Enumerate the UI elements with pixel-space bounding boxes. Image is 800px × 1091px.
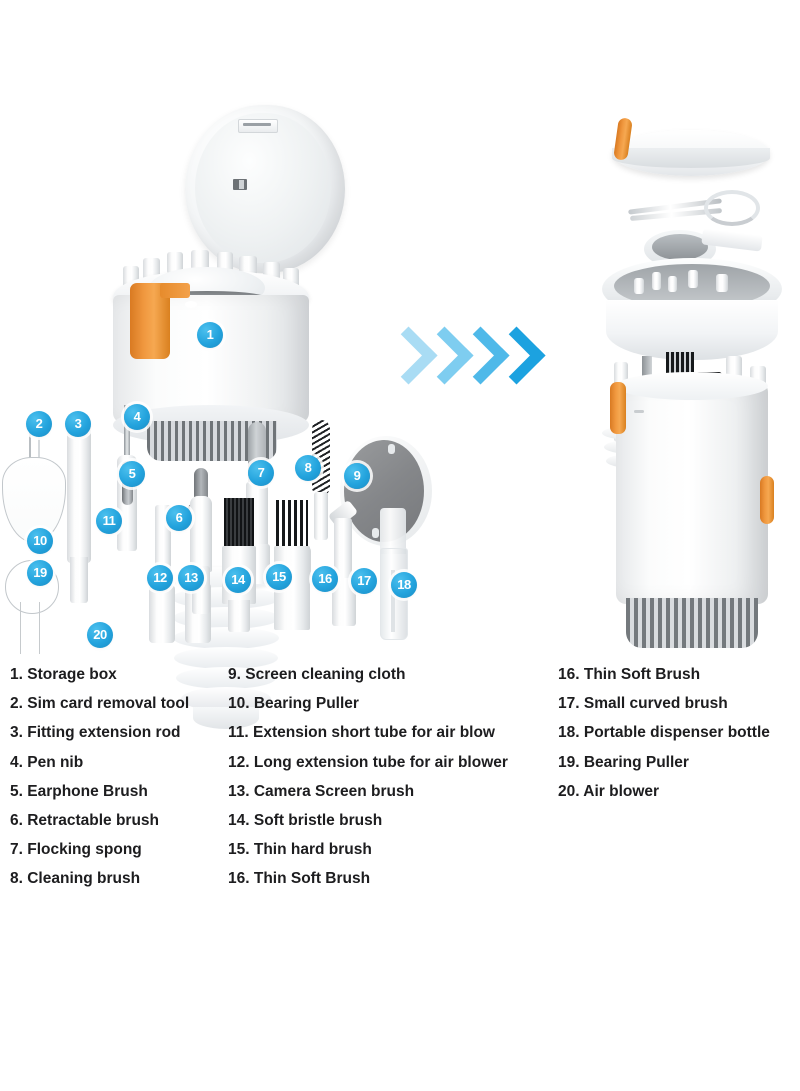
product-illustration-area: 1 2 3 4 5 6 10 11 19 12 13 20: [2, 105, 800, 729]
accessory-thin-hard-brush-tip: [228, 600, 250, 632]
exploded-body-top-edge: [616, 372, 768, 400]
legend-item: 14. Soft bristle brush: [228, 812, 383, 830]
legend-item: 1. Storage box: [10, 666, 117, 683]
right-product-figure: [590, 110, 800, 650]
callout-badge-12: 12: [147, 565, 173, 591]
accessory-extension-rod: [67, 423, 91, 563]
callout-badge-14: 14: [225, 567, 251, 593]
legend-item: 10. Bearing Puller: [228, 695, 359, 713]
accessory-cleaning-brush: [314, 492, 328, 540]
accessory-extension-rod-tip: [70, 557, 88, 603]
exploded-lid-edge: [612, 148, 770, 168]
legend-item: 11. Extension short tube for air blow: [228, 724, 495, 742]
legend-item: 8. Cleaning brush: [10, 870, 141, 888]
accessory-long-tube-base: [149, 585, 175, 643]
lid-logo-mark-2: [239, 180, 244, 189]
exploded-tweezers: [628, 190, 760, 226]
callout-badge-9: 9: [344, 463, 370, 489]
exploded-body: [616, 382, 768, 604]
legend-item: 13. Camera Screen brush: [228, 782, 415, 800]
callout-badge-3: 3: [65, 411, 91, 437]
accessory-soft-bristle-head: [194, 468, 208, 502]
legend-item: 9. Screen cleaning cloth: [228, 666, 406, 683]
callout-badge-2: 2: [26, 411, 52, 437]
accessory-soft-bristle-brush: [190, 496, 212, 572]
exploded-tray-collar: [606, 300, 778, 360]
accessory-pen-nib: [124, 405, 130, 461]
parts-legend: 1. Storage box 2. Sim card removal tool …: [0, 660, 800, 1091]
accessory-thin-hard-bristles: [224, 498, 254, 550]
legend-item: 7. Flocking spong: [10, 841, 142, 859]
accessory-bearing-puller-19: [5, 560, 59, 614]
legend-item: 17. Small curved brush: [558, 695, 728, 713]
lid-latch-bar: [243, 123, 271, 126]
callout-badge-20: 20: [87, 622, 113, 648]
accessory-curved-brush: [334, 518, 352, 584]
legend-item: 15. Thin hard brush: [228, 841, 372, 859]
callout-badge-5: 5: [119, 461, 145, 487]
exploded-base-bristles: [626, 598, 758, 648]
legend-column-1: 1. Storage box 2. Sim card removal tool …: [10, 660, 189, 894]
transition-chevrons: [379, 325, 548, 395]
legend-item: 20. Air blower: [558, 782, 660, 800]
screen-cloth-tab-bottom: [372, 528, 379, 538]
exploded-tray-cup-hole: [652, 234, 708, 260]
legend-item: 16. Thin Soft Brush: [228, 870, 371, 888]
orange-latch-arm: [160, 283, 190, 298]
box-lid-inner-face: [195, 113, 331, 263]
screen-cloth-tab-top: [388, 444, 395, 454]
legend-column-2: 9. Screen cleaning cloth 10. Bearing Pul…: [228, 660, 508, 894]
legend-item: 6. Retractable brush: [10, 812, 160, 830]
middle-accessory-group: [190, 420, 432, 650]
legend-item: 5. Earphone Brush: [10, 782, 148, 800]
callout-badge-15: 15: [266, 564, 292, 590]
exploded-orange-tab-left: [610, 382, 626, 434]
callout-badge-13: 13: [178, 565, 204, 591]
legend-item: 19. Bearing Puller: [558, 753, 689, 771]
legend-item: 18. Portable dispenser bottle: [558, 724, 770, 742]
accessory-thin-soft-bristles: [276, 500, 308, 550]
callout-badge-11: 11: [96, 508, 122, 534]
left-product-figure: [2, 105, 345, 729]
callout-badge-4: 4: [124, 404, 150, 430]
lid-latch-slot: [238, 119, 278, 133]
accessory-dispenser-tube: [391, 570, 395, 632]
legend-item: 4. Pen nib: [10, 753, 84, 771]
accessory-dispenser-cap: [380, 508, 406, 554]
callout-badge-19: 19: [27, 560, 53, 586]
exploded-tray-pegs: [634, 268, 754, 296]
exploded-body-vent: [634, 410, 644, 413]
callout-badge-1: 1: [197, 322, 223, 348]
accessory-puller-19-stem: [20, 602, 40, 654]
exploded-orange-tab-right: [760, 476, 774, 524]
callout-badge-7: 7: [248, 460, 274, 486]
callout-badge-17: 17: [351, 568, 377, 594]
legend-item: 16. Thin Soft Brush: [558, 666, 701, 683]
legend-item: 2. Sim card removal tool: [10, 695, 190, 713]
callout-badge-16: 16: [312, 566, 338, 592]
box-body-highlight: [185, 301, 197, 308]
legend-column-3: 16. Thin Soft Brush 17. Small curved bru…: [558, 660, 770, 806]
legend-item: 12. Long extension tube for air blower: [228, 753, 508, 771]
callout-badge-6: 6: [166, 505, 192, 531]
callout-badge-18: 18: [391, 572, 417, 598]
callout-badge-10: 10: [27, 528, 53, 554]
legend-item: 3. Fitting extension rod: [10, 724, 181, 742]
callout-badge-8: 8: [295, 455, 321, 481]
